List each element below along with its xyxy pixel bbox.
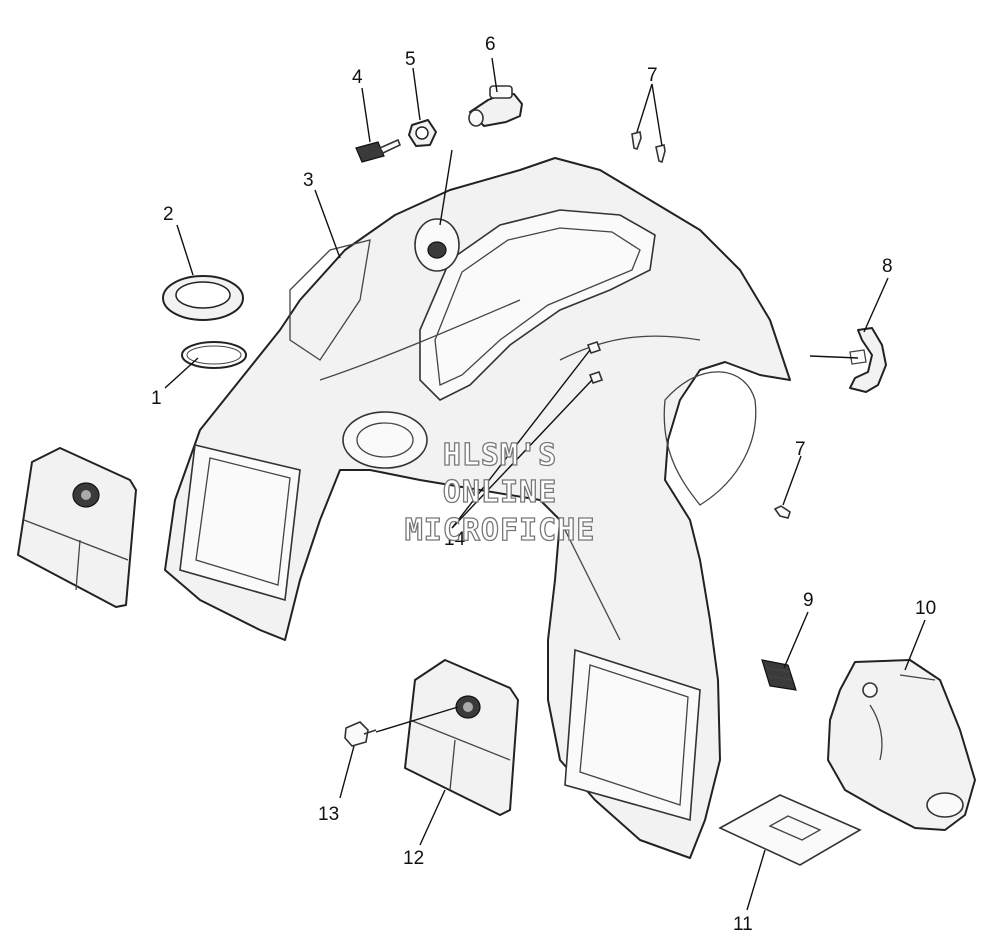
callout-4: 4 [352, 67, 363, 88]
callout-5: 5 [405, 49, 416, 70]
callout-labels: 1 2 3 4 5 6 7 7 8 9 10 11 12 13 14 [151, 34, 936, 935]
ignition-key[interactable] [355, 138, 402, 163]
callout-7-right: 7 [795, 439, 806, 460]
mounting-bracket[interactable] [849, 327, 887, 393]
callout-1: 1 [151, 388, 162, 409]
access-door-left[interactable] [17, 447, 137, 608]
screw-right[interactable] [773, 505, 791, 519]
callout-13: 13 [318, 804, 339, 825]
access-door-center[interactable] [404, 659, 519, 816]
watermark: HLSM'S ONLINE MICROFICHE [404, 437, 596, 548]
switch-nut[interactable] [408, 119, 437, 147]
callout-12: 12 [403, 848, 424, 869]
leader-lines [164, 57, 926, 911]
cover-plate[interactable] [718, 794, 862, 866]
callout-8: 8 [882, 256, 893, 277]
watermark-line-1: HLSM'S [443, 438, 557, 473]
console-housing[interactable] [164, 157, 791, 859]
callout-2: 2 [163, 204, 174, 225]
callout-11: 11 [733, 914, 753, 935]
watermark-line-3: MICROFICHE [405, 513, 596, 548]
ignition-switch[interactable] [468, 85, 523, 127]
callout-3: 3 [303, 170, 314, 191]
callout-9: 9 [803, 590, 814, 611]
screws-top[interactable] [631, 131, 666, 164]
callout-6: 6 [485, 34, 496, 55]
connector-clip[interactable] [761, 659, 797, 691]
storage-box[interactable] [827, 659, 976, 831]
push-fastener[interactable] [344, 721, 377, 747]
gauge-bezel[interactable] [162, 275, 244, 321]
callout-10: 10 [915, 598, 936, 619]
gasket-ring[interactable] [181, 341, 247, 369]
callout-14: 14 [444, 529, 466, 550]
watermark-line-2: ONLINE [443, 475, 557, 510]
callout-7-top: 7 [647, 65, 658, 86]
